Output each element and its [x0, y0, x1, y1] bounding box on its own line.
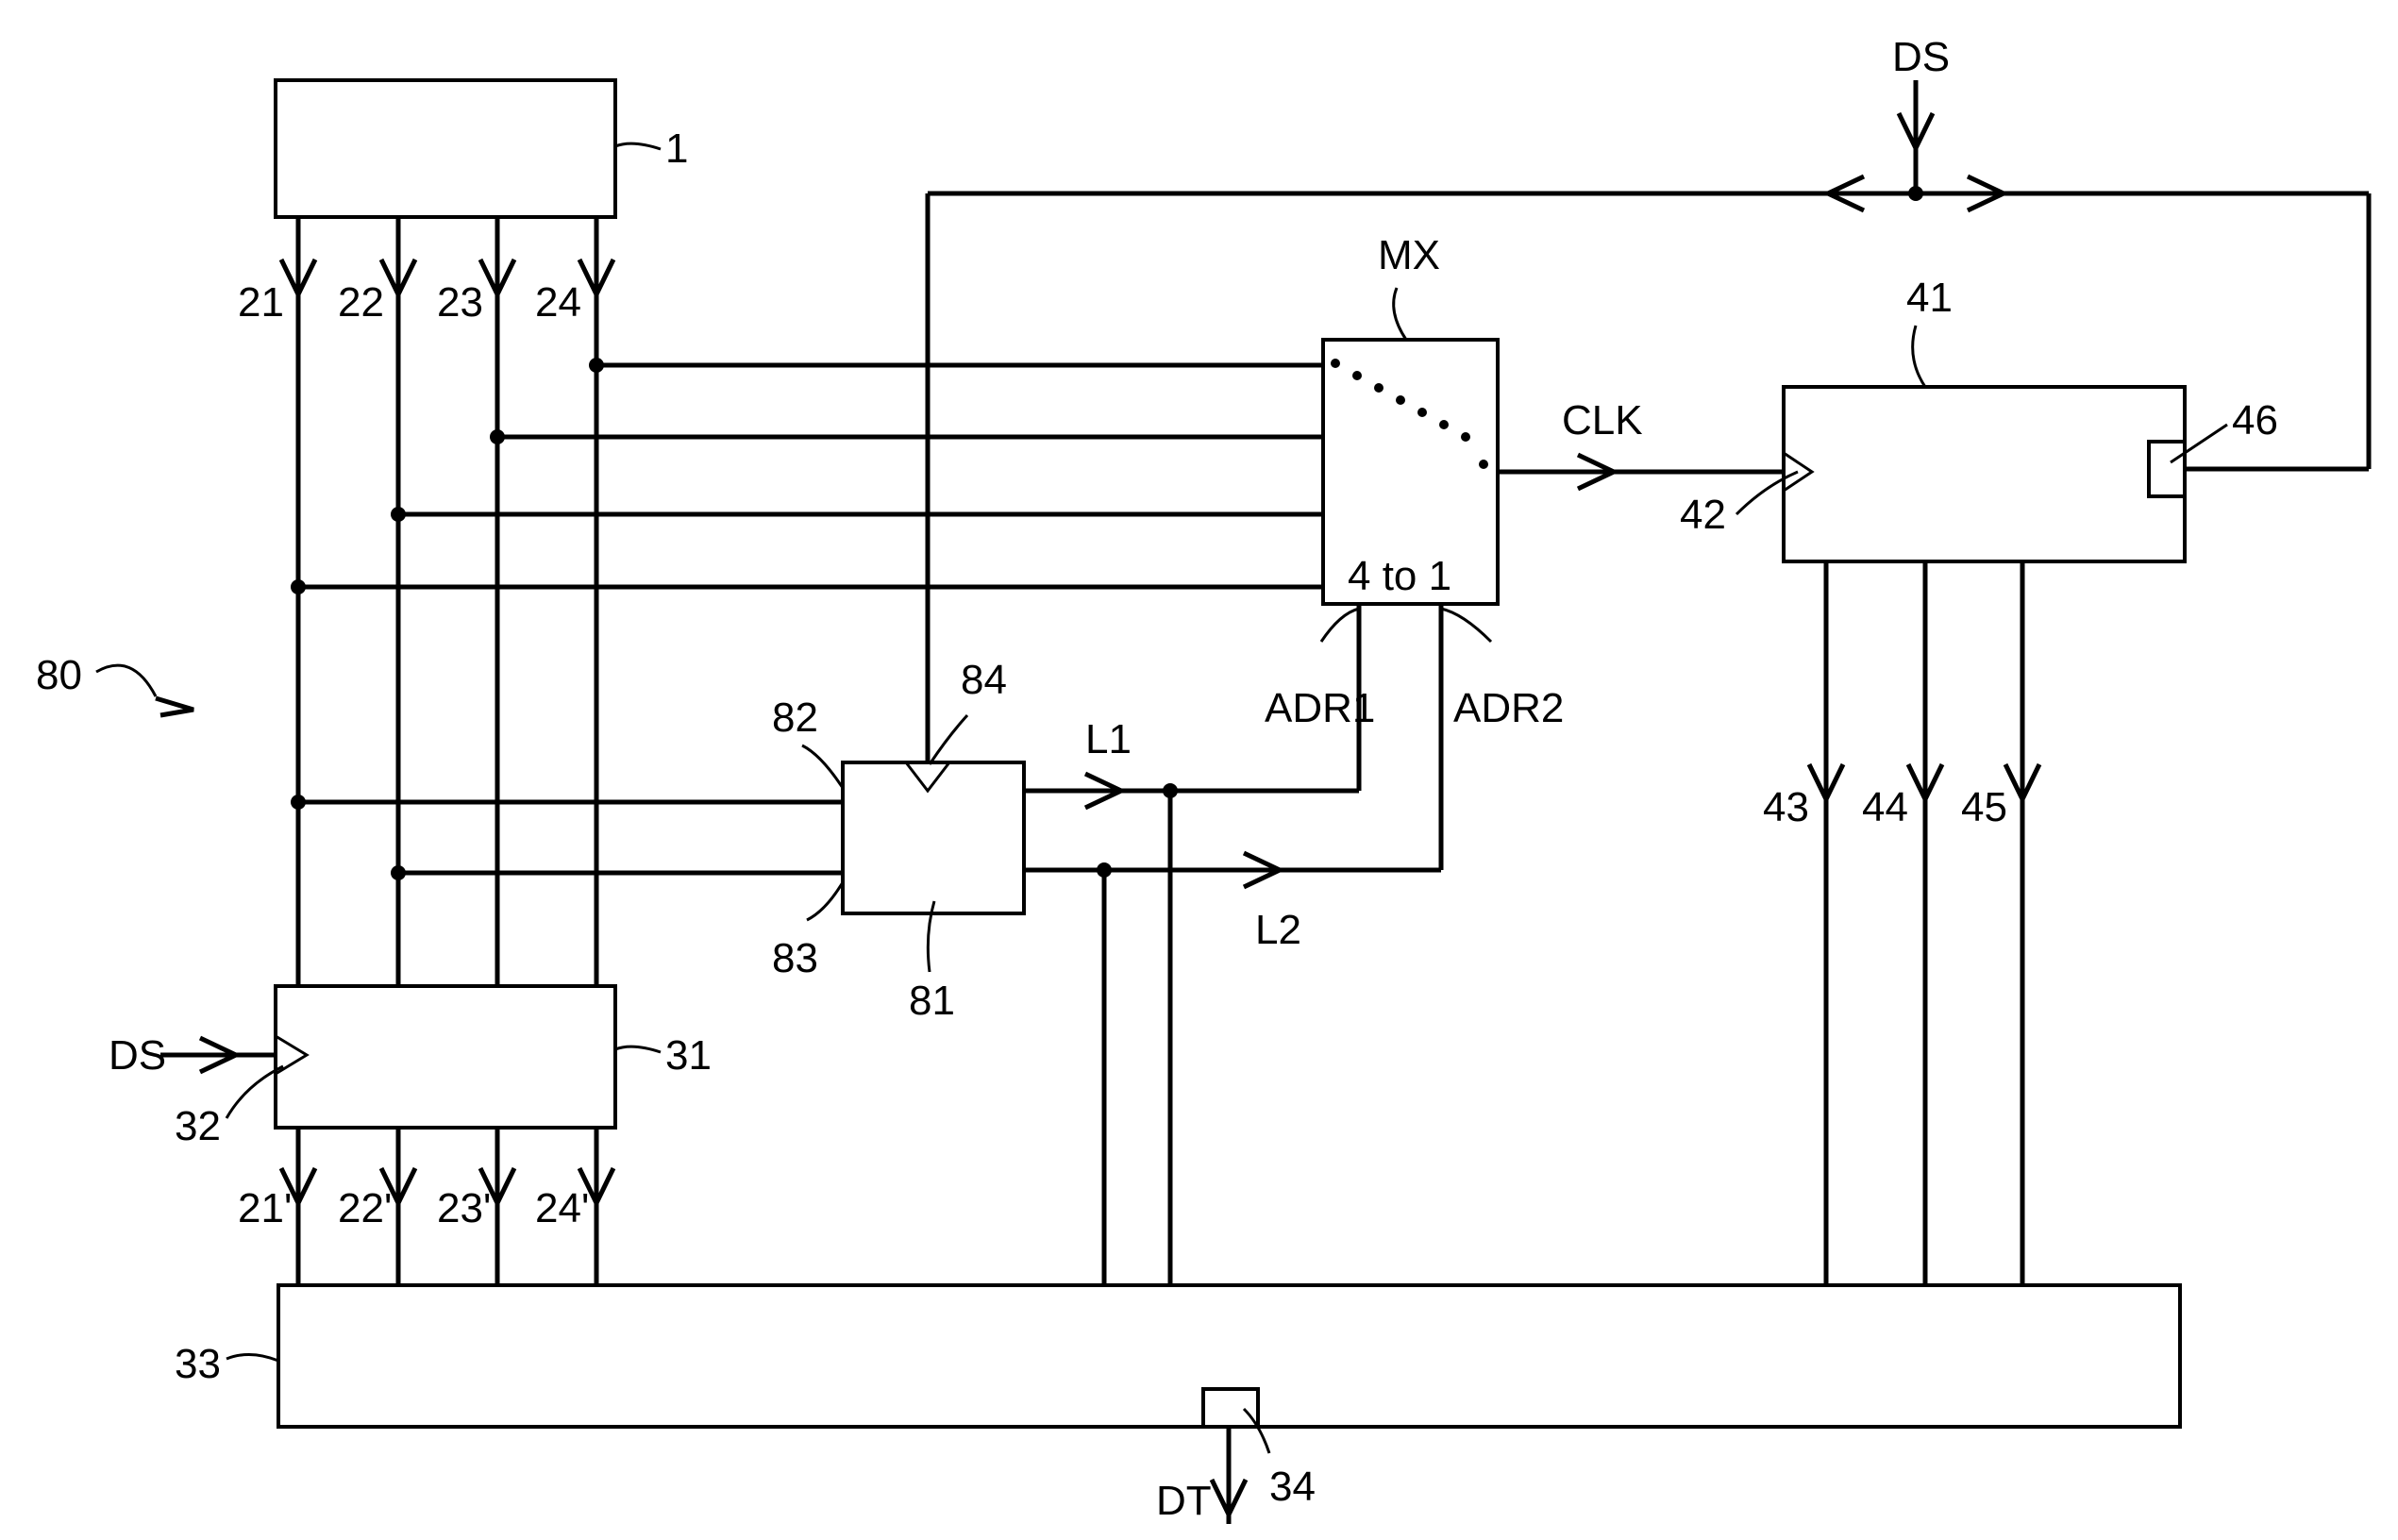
- block-31: [276, 986, 615, 1128]
- arrow-80: [156, 698, 193, 715]
- label-45: 45: [1961, 784, 2007, 830]
- label-32: 32: [175, 1103, 221, 1149]
- leader-mx: [1394, 288, 1406, 340]
- leader-31: [615, 1046, 661, 1052]
- label-84: 84: [961, 657, 1007, 703]
- label-42: 42: [1680, 492, 1726, 538]
- label-ds-left: DS: [109, 1032, 166, 1079]
- label-21p: 21': [238, 1185, 292, 1231]
- leader-adr1: [1321, 609, 1359, 642]
- label-82: 82: [772, 695, 818, 741]
- label-80: 80: [36, 652, 82, 698]
- label-ds-top: DS: [1892, 34, 1950, 80]
- label-43: 43: [1763, 784, 1809, 830]
- label-24: 24: [535, 279, 581, 326]
- label-mx: MX: [1378, 232, 1440, 278]
- label-44: 44: [1862, 784, 1908, 830]
- label-22: 22: [338, 279, 384, 326]
- junction-ds-top: [1908, 186, 1923, 201]
- block-1: [276, 80, 615, 217]
- label-46: 46: [2232, 397, 2278, 444]
- junction-l1: [1163, 783, 1178, 798]
- leader-33: [226, 1354, 278, 1361]
- label-81: 81: [909, 978, 955, 1024]
- leader-41: [1913, 326, 1925, 387]
- label-23p: 23': [437, 1185, 491, 1231]
- leader-84: [930, 715, 967, 764]
- label-l2: L2: [1255, 907, 1301, 953]
- label-adr1: ADR1: [1265, 685, 1375, 731]
- leader-1: [615, 143, 661, 149]
- label-34: 34: [1269, 1464, 1316, 1510]
- leader-80: [96, 665, 156, 696]
- junction-l2: [1097, 862, 1112, 878]
- junction-22: [391, 507, 406, 522]
- label-mux-ratio: 4 to 1: [1348, 553, 1451, 599]
- junction-24: [589, 358, 604, 373]
- block-46: [2149, 442, 2185, 496]
- junction-23: [490, 429, 505, 444]
- label-23: 23: [437, 279, 483, 326]
- block-34: [1203, 1389, 1258, 1427]
- leader-82: [802, 745, 843, 788]
- label-1: 1: [665, 126, 688, 172]
- leader-83: [807, 882, 843, 920]
- label-22p: 22': [338, 1185, 392, 1231]
- label-adr2: ADR2: [1453, 685, 1564, 731]
- junction-22b: [391, 865, 406, 880]
- leader-adr2: [1441, 609, 1491, 642]
- label-24p: 24': [535, 1185, 589, 1231]
- junction-21: [291, 579, 306, 594]
- label-l1: L1: [1085, 716, 1132, 762]
- label-41: 41: [1906, 275, 1953, 321]
- label-dt: DT: [1156, 1478, 1212, 1524]
- label-33: 33: [175, 1341, 221, 1387]
- block-41: [1784, 387, 2185, 561]
- label-clk: CLK: [1562, 397, 1643, 444]
- junction-21b: [291, 795, 306, 810]
- label-83: 83: [772, 935, 818, 981]
- label-21: 21: [238, 279, 284, 326]
- label-31: 31: [665, 1032, 712, 1079]
